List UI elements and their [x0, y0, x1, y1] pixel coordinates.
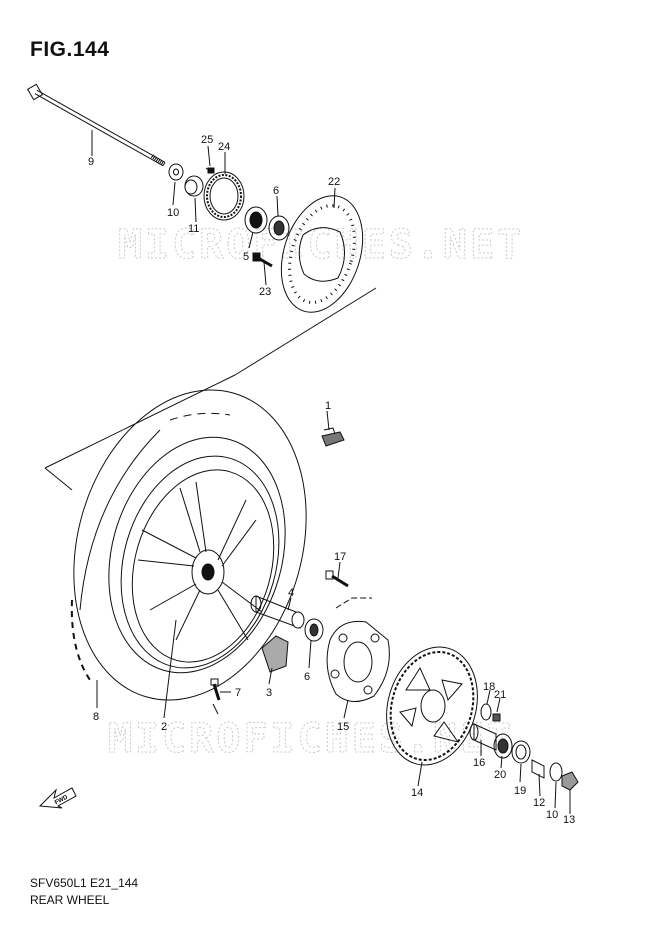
frame-line	[44, 467, 73, 491]
axle	[26, 83, 167, 167]
leader-line	[333, 187, 336, 209]
leader-line	[263, 261, 267, 286]
figure-title: FIG.144	[30, 38, 110, 61]
part-number-15: 15	[337, 721, 349, 733]
part-number-25: 25	[201, 134, 213, 146]
leader-line	[172, 181, 176, 206]
part-number-12: 12	[533, 797, 545, 809]
frame-line	[335, 597, 372, 609]
bearing	[268, 215, 290, 241]
washer-hole	[173, 168, 179, 176]
leader-line	[496, 697, 501, 713]
leader-line	[276, 195, 279, 217]
part-number-3: 3	[266, 687, 272, 699]
disc-bolt	[252, 252, 273, 268]
leader-line	[212, 703, 219, 715]
part-number-13: 13	[563, 814, 575, 826]
part-number-20: 20	[494, 769, 506, 781]
leader-line	[538, 773, 541, 797]
leader-line	[519, 763, 522, 783]
part-number-14: 14	[411, 787, 423, 799]
sprocket-drum	[326, 620, 390, 702]
part-number-18: 18	[483, 681, 495, 693]
leader-line	[163, 619, 177, 719]
sensor-ring	[203, 171, 245, 221]
leader-line	[554, 781, 557, 809]
frame-line	[44, 374, 236, 469]
model-code-label: SFV650L1 E21_144	[30, 876, 139, 890]
washer	[480, 703, 492, 721]
hub-spacer	[250, 595, 305, 629]
watermark-top: MICROFICHES.NET	[118, 222, 524, 268]
leader-line	[194, 197, 197, 223]
leader-line	[500, 755, 503, 769]
bearing	[304, 618, 324, 642]
leader-line	[207, 145, 211, 167]
part-number-19: 19	[514, 785, 526, 797]
spacer	[469, 723, 497, 751]
nut	[492, 713, 501, 722]
part-number-5: 5	[243, 251, 249, 263]
spacer	[531, 759, 545, 779]
bearing	[493, 733, 513, 759]
washer	[168, 163, 184, 181]
leader-line	[343, 699, 349, 719]
part-number-21: 21	[494, 689, 506, 701]
leader-line	[268, 667, 273, 685]
fwd-arrow-icon: FWD	[38, 787, 77, 809]
part-number-7: 7	[235, 687, 241, 699]
screw	[205, 167, 215, 174]
part-number-11: 11	[188, 223, 199, 235]
part-number-22: 22	[328, 176, 340, 188]
watermark-bottom: MICROFICHES.NET	[108, 716, 514, 762]
part-number-2: 2	[161, 721, 167, 733]
part-number-9: 9	[88, 156, 94, 168]
leader-line	[248, 231, 254, 249]
leader-line	[417, 761, 423, 787]
part-number-8: 8	[93, 711, 99, 723]
axle-nut	[561, 771, 579, 791]
clip	[321, 427, 345, 447]
spacer	[184, 175, 204, 197]
bearing	[244, 206, 268, 234]
leader-line	[308, 639, 312, 669]
leader-line	[337, 561, 341, 579]
part-number-6-upper: 6	[273, 185, 279, 197]
part-number-16: 16	[473, 757, 485, 769]
sprocket	[386, 646, 478, 766]
leader-line	[287, 597, 292, 611]
part-number-6-lower: 6	[304, 671, 310, 683]
valve	[210, 678, 221, 701]
tire	[70, 389, 307, 701]
assembly-name-label: REAR WHEEL	[30, 893, 110, 907]
part-number-1: 1	[325, 400, 331, 412]
part-number-17: 17	[334, 551, 346, 563]
frame-line	[234, 287, 377, 376]
part-number-23: 23	[259, 286, 271, 298]
leader-line	[326, 410, 330, 431]
brake-disc	[280, 195, 364, 313]
part-number-10-upper: 10	[167, 207, 179, 219]
washer	[549, 762, 563, 782]
part-number-10-lower: 10	[546, 809, 558, 821]
damper	[261, 635, 289, 673]
part-number-24: 24	[218, 141, 230, 153]
bolt	[325, 570, 349, 588]
leader-line	[486, 689, 491, 705]
oil-seal	[511, 740, 531, 764]
part-number-4: 4	[288, 587, 294, 599]
